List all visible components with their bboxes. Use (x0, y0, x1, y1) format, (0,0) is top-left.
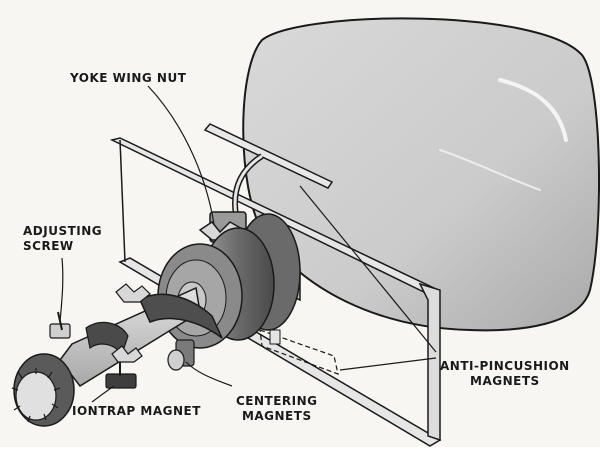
label-anti-pincushion-line-1: ANTI-PINCUSHION (440, 359, 570, 373)
iontrap-magnet (105, 373, 137, 389)
tube-face-highlight (498, 78, 568, 142)
label-centering-line-2: MAGNETS (241, 409, 312, 423)
base-pins (11, 368, 61, 423)
label-adjusting-screw-line-1: ADJUSTING (23, 224, 103, 238)
adjusting-screw (49, 323, 71, 339)
label-iontrap-text: IONTRAP MAGNET (72, 404, 201, 418)
label-centering-magnets: CENTERING MAGNETS (236, 394, 318, 424)
leader-adjusting-screw (59, 257, 64, 323)
left-upright (119, 139, 126, 263)
leader-yoke-wing-nut (147, 85, 215, 225)
label-adjusting-screw: ADJUSTING SCREW (23, 224, 102, 254)
label-adjusting-screw-line-2: SCREW (23, 239, 74, 253)
label-iontrap-magnet: IONTRAP MAGNET (72, 404, 201, 419)
label-centering-line-1: CENTERING (236, 394, 318, 408)
leader-iontrap (91, 385, 115, 403)
label-yoke-wing-nut-text: YOKE WING NUT (70, 71, 187, 85)
centering-knob (167, 349, 185, 371)
leader-anti-pincushion-1 (299, 185, 437, 353)
centering-wing-nut (115, 283, 151, 303)
label-yoke-wing-nut: YOKE WING NUT (70, 71, 186, 86)
tube-face-highlight-2 (439, 149, 541, 191)
label-anti-pincushion-line-2: MAGNETS (470, 374, 540, 388)
leader-centering (185, 361, 233, 387)
leader-anti-pincushion-2 (339, 357, 437, 371)
yoke-tbar (203, 123, 334, 189)
anti-pincushion-dashed-outline (259, 329, 339, 375)
yoke-stem-fill (233, 154, 263, 216)
tube-base-face (15, 371, 57, 421)
label-anti-pincushion-magnets: ANTI-PINCUSHION MAGNETS (440, 359, 570, 389)
rear-bracket (418, 282, 441, 442)
centering-magnet-band (139, 293, 223, 339)
anti-pincushion-block (269, 329, 281, 345)
leader-lines (59, 85, 437, 403)
